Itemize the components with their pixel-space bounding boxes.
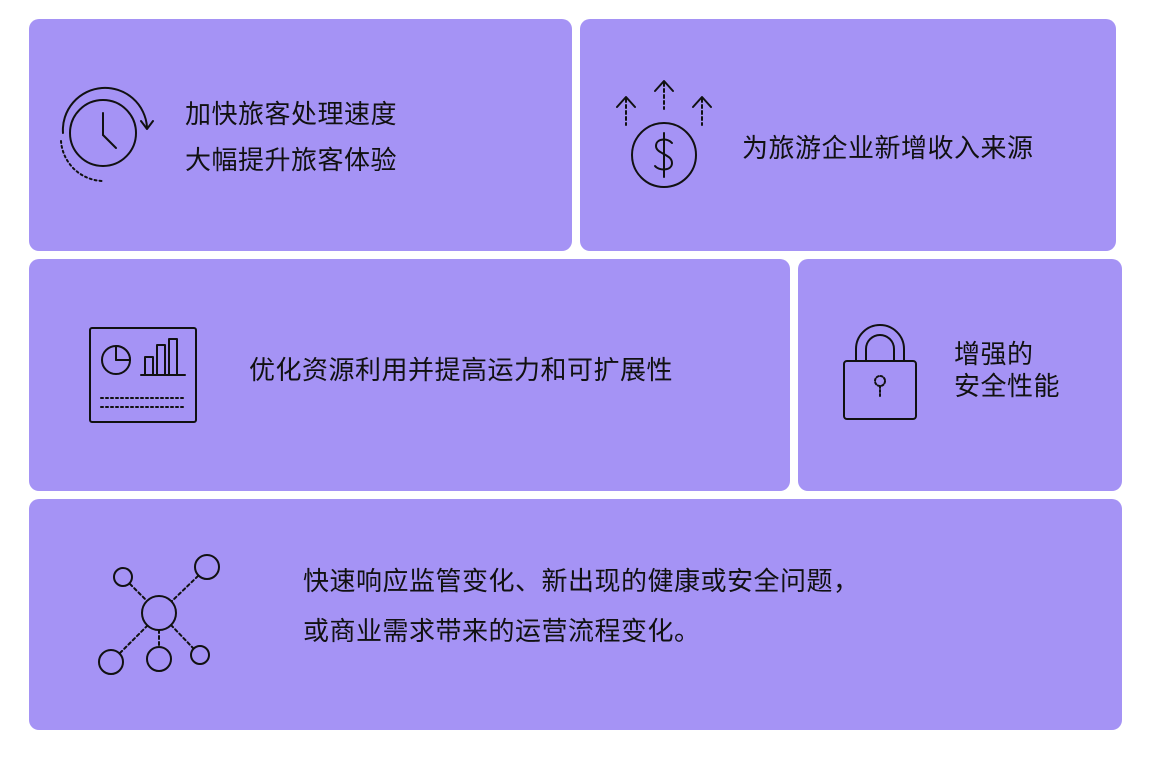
dashboard-chart-icon xyxy=(89,327,199,423)
benefit-text-line: 增强的 xyxy=(954,340,1034,370)
benefit-text-line: 或商业需求带来的运营流程变化。 xyxy=(303,617,701,647)
padlock-icon xyxy=(842,323,918,421)
benefit-text: 快速响应监管变化、新出现的健康或安全问题， 或商业需求带来的运营流程变化。 xyxy=(303,557,860,657)
benefit-card-resource-optimization: 优化资源利用并提高运力和可扩展性 xyxy=(29,259,790,491)
benefit-card-passenger-experience: 加快旅客处理速度 大幅提升旅客体验 xyxy=(29,19,572,251)
benefit-text-line: 安全性能 xyxy=(954,372,1061,402)
benefit-text-line: 快速响应监管变化、新出现的健康或安全问题， xyxy=(303,567,860,597)
benefit-card-security: 增强的 安全性能 xyxy=(798,259,1122,491)
benefit-text-line: 加快旅客处理速度 xyxy=(185,100,398,130)
dollar-growth-icon xyxy=(612,77,716,193)
clock-refresh-icon xyxy=(53,86,154,191)
benefit-text-line: 优化资源利用并提高运力和可扩展性 xyxy=(249,356,674,386)
benefit-text: 加快旅客处理速度 大幅提升旅客体验 xyxy=(185,92,397,184)
benefit-card-new-revenue: 为旅游企业新增收入来源 xyxy=(580,19,1116,251)
network-nodes-icon xyxy=(93,551,225,677)
benefit-text: 为旅游企业新增收入来源 xyxy=(742,126,1034,172)
benefit-text: 优化资源利用并提高运力和可扩展性 xyxy=(249,348,673,394)
benefit-text-line: 为旅游企业新增收入来源 xyxy=(742,134,1034,164)
benefit-text: 增强的 安全性能 xyxy=(954,339,1060,403)
benefit-card-rapid-response: 快速响应监管变化、新出现的健康或安全问题， 或商业需求带来的运营流程变化。 xyxy=(29,499,1122,730)
benefit-text-line: 大幅提升旅客体验 xyxy=(185,146,398,176)
